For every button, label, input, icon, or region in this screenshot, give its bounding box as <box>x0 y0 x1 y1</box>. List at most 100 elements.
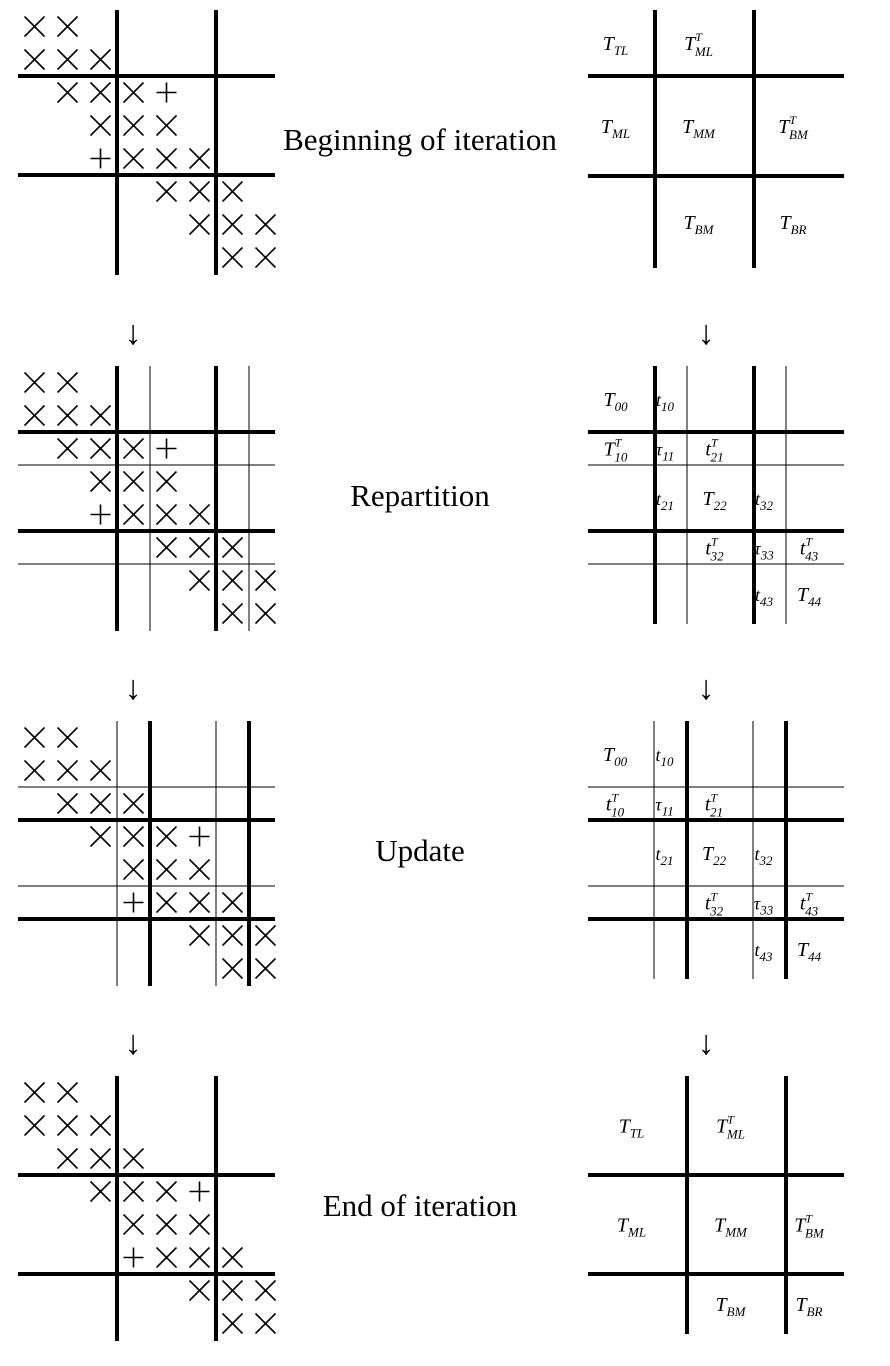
nonzero-mark <box>23 1081 46 1104</box>
nonzero-mark <box>89 759 112 782</box>
nonzero-mark <box>56 1114 79 1137</box>
nonzero-mark <box>188 858 211 881</box>
fill-in-mark <box>123 1247 144 1268</box>
nonzero-mark <box>254 213 277 236</box>
nonzero-mark <box>89 404 112 427</box>
nonzero-mark <box>221 602 244 625</box>
nonzero-mark <box>89 792 112 815</box>
nonzero-mark <box>23 371 46 394</box>
nonzero-mark <box>89 1114 112 1137</box>
nonzero-mark <box>254 957 277 980</box>
block-label: TTL <box>619 1116 645 1141</box>
nonzero-mark <box>122 81 145 104</box>
block-label: T44 <box>797 939 822 964</box>
nonzero-mark <box>56 1081 79 1104</box>
nonzero-mark <box>23 404 46 427</box>
nonzero-mark <box>155 147 178 170</box>
nonzero-mark <box>155 1246 178 1269</box>
nonzero-mark <box>155 503 178 526</box>
nonzero-mark <box>221 569 244 592</box>
nonzero-mark <box>188 147 211 170</box>
nonzero-mark <box>89 825 112 848</box>
nonzero-mark <box>221 1312 244 1335</box>
nonzero-mark <box>188 1246 211 1269</box>
nonzero-mark <box>56 371 79 394</box>
block-label: TBR <box>795 1294 822 1319</box>
nonzero-mark <box>254 569 277 592</box>
block-label: TTL <box>603 33 629 58</box>
block-label: TMM <box>714 1215 748 1240</box>
block-label: τ11 <box>655 795 674 819</box>
nonzero-mark <box>254 602 277 625</box>
nonzero-mark <box>221 536 244 559</box>
nonzero-mark <box>89 1147 112 1170</box>
nonzero-mark <box>221 891 244 914</box>
block-label: TMM <box>682 116 716 141</box>
block-label: TBR <box>779 212 806 237</box>
nonzero-mark <box>221 924 244 947</box>
nonzero-mark <box>122 825 145 848</box>
block-label: T00 <box>603 389 628 414</box>
nonzero-mark <box>188 213 211 236</box>
block-label: t43 <box>755 585 774 609</box>
nonzero-mark <box>188 180 211 203</box>
matrix-pattern <box>18 366 277 631</box>
nonzero-mark <box>122 792 145 815</box>
stage-label: Beginning of iteration <box>283 122 557 157</box>
nonzero-mark <box>155 180 178 203</box>
nonzero-mark <box>89 114 112 137</box>
nonzero-mark <box>188 891 211 914</box>
nonzero-mark <box>188 503 211 526</box>
nonzero-mark <box>221 1246 244 1269</box>
block-label: t21 <box>656 489 674 513</box>
matrix-pattern <box>18 721 277 986</box>
nonzero-mark <box>122 858 145 881</box>
fill-in-mark <box>156 438 177 459</box>
nonzero-mark <box>155 114 178 137</box>
nonzero-mark <box>155 1180 178 1203</box>
nonzero-mark <box>122 1180 145 1203</box>
nonzero-mark <box>188 1279 211 1302</box>
nonzero-mark <box>23 759 46 782</box>
nonzero-mark <box>254 246 277 269</box>
block-label: t10 <box>655 745 674 769</box>
block-label: τ11 <box>656 440 675 464</box>
nonzero-mark <box>89 48 112 71</box>
stage-label: Repartition <box>350 478 490 513</box>
nonzero-mark <box>23 48 46 71</box>
nonzero-mark <box>23 726 46 749</box>
nonzero-mark <box>122 437 145 460</box>
nonzero-mark <box>221 957 244 980</box>
block-label: t21 <box>655 844 673 868</box>
stage-label: Update <box>375 833 465 868</box>
down-arrow-icon: ↓ <box>125 670 142 707</box>
nonzero-mark <box>155 825 178 848</box>
nonzero-mark <box>56 15 79 38</box>
nonzero-mark <box>23 15 46 38</box>
nonzero-mark <box>155 1213 178 1236</box>
block-label: t32 <box>755 489 774 513</box>
nonzero-mark <box>122 470 145 493</box>
nonzero-mark <box>122 114 145 137</box>
nonzero-mark <box>155 470 178 493</box>
down-arrow-icon: ↓ <box>698 1025 715 1062</box>
nonzero-mark <box>56 1147 79 1170</box>
fill-in-mark <box>156 82 177 103</box>
nonzero-mark <box>188 1213 211 1236</box>
block-label: τ33 <box>754 894 774 918</box>
nonzero-mark <box>221 1279 244 1302</box>
